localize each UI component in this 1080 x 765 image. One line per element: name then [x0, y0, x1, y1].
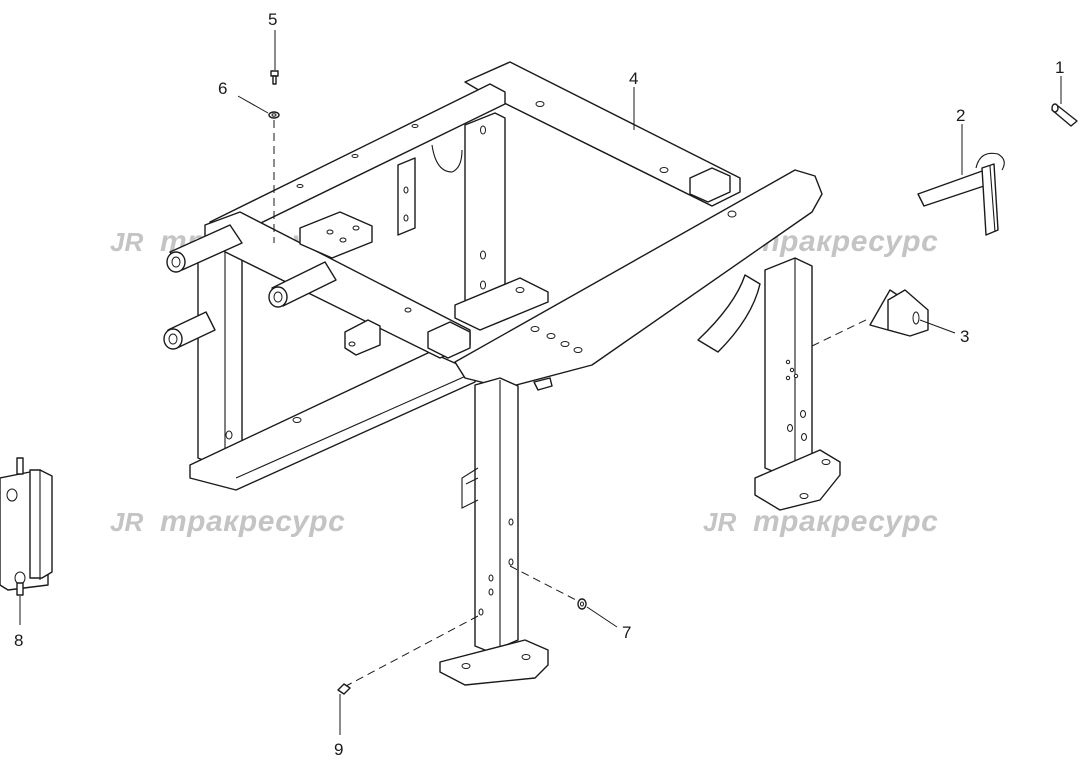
beam-block: [689, 167, 731, 203]
callout-labels: 1 2 3 4 5 6 7 8 9: [14, 10, 1064, 759]
leg-hole: [787, 424, 793, 432]
leg-hole: [801, 433, 807, 441]
mounting-plate: [299, 211, 373, 259]
plate-edge: [454, 361, 466, 379]
plate-hole: [727, 210, 737, 218]
front-left-foot: [439, 639, 549, 686]
watermark-logo: JR: [110, 227, 143, 257]
leg-hole: [488, 574, 494, 582]
leg-handle: [461, 467, 479, 509]
plate-hole: [326, 229, 334, 235]
part-2-hitch-pin: [917, 152, 1005, 236]
foot-hole: [799, 493, 809, 499]
assembly-line-pin: [345, 615, 479, 687]
leg-hole: [488, 588, 494, 596]
beam-hole: [296, 184, 304, 188]
callout-8: 8: [14, 631, 23, 650]
callout-3: 3: [960, 327, 969, 346]
part-5-bolt: [270, 70, 279, 85]
leg-hole: [789, 367, 795, 373]
part-7-washer: [577, 598, 587, 610]
part-8-side-bracket: [0, 457, 53, 596]
post-hole: [480, 125, 486, 135]
beam-edge: [481, 91, 713, 207]
leader-lines: [19, 30, 1062, 735]
part-9-pin: [337, 683, 351, 695]
callout-7: 7: [622, 623, 631, 642]
plate-hole: [573, 347, 583, 353]
watermark-logo: JR: [703, 507, 736, 537]
foot-hole: [515, 287, 525, 293]
leg-hole: [785, 375, 791, 381]
bracket-hole: [403, 186, 409, 194]
post-hole: [225, 430, 233, 440]
plate-clip: [533, 377, 553, 391]
plate-hole: [530, 326, 540, 332]
rear-inner-foot: [454, 277, 549, 331]
plate-hole: [352, 225, 360, 231]
front-right-foot: [754, 449, 841, 511]
part-3-angle-bracket: [869, 289, 929, 337]
callout-1: 1: [1055, 58, 1064, 77]
leg-hole: [508, 518, 514, 526]
assembly-line-washer: [509, 565, 579, 602]
frame-assembly: [163, 61, 841, 686]
beam-hole: [411, 124, 419, 128]
tab-hole: [348, 341, 356, 347]
leader-3: [919, 319, 956, 334]
foot-hole: [461, 663, 471, 669]
beam-block: [427, 321, 471, 359]
watermark-logo: JR: [110, 507, 143, 537]
leader-6: [237, 95, 269, 114]
front-left-leg: [474, 377, 519, 653]
lower-tab: [344, 319, 381, 356]
hook-loop: [431, 144, 463, 173]
callout-5: 5: [268, 10, 277, 29]
pin-lower-left: [163, 311, 216, 350]
leg-hole: [785, 359, 791, 365]
bracket-hole: [403, 214, 409, 222]
callout-4: 4: [629, 69, 638, 88]
pin-middle: [268, 261, 337, 308]
watermark-text: тракресурс: [753, 505, 938, 538]
leg-hole: [478, 608, 484, 616]
curved-guard: [697, 274, 761, 353]
beam-hole: [659, 167, 669, 173]
part-1-pin: [1051, 103, 1078, 127]
post-hole: [480, 280, 486, 290]
callout-6: 6: [218, 79, 227, 98]
front-top-plate: [454, 169, 823, 389]
part-6-washer: [268, 111, 280, 119]
leg-hole: [793, 373, 799, 379]
foot-hole: [821, 459, 831, 465]
front-right-leg: [764, 257, 813, 476]
left-front-post: [197, 242, 243, 466]
foot-hole: [521, 654, 531, 660]
beam-hole: [351, 154, 359, 158]
rail-hole: [292, 417, 302, 423]
leg-hole: [508, 558, 514, 566]
leg-hole: [800, 410, 806, 418]
assembly-line-bracket: [811, 317, 871, 347]
watermark-bottom-right: JR тракресурс: [703, 505, 938, 538]
watermark-bottom-left: JR тракресурс: [110, 505, 345, 538]
plate-hole: [560, 341, 570, 347]
rail-edge: [235, 371, 476, 479]
callout-2: 2: [956, 106, 965, 125]
pin-upper-left: [166, 224, 243, 273]
plate-hole: [339, 237, 347, 243]
callout-9: 9: [334, 740, 343, 759]
beam-hole: [404, 307, 412, 313]
plate-hole: [546, 333, 556, 339]
leader-7: [586, 606, 618, 628]
post-hole: [480, 250, 486, 260]
watermark-text: тракресурс: [160, 505, 345, 538]
hanging-bracket: [397, 157, 416, 236]
beam-hole: [535, 101, 545, 107]
